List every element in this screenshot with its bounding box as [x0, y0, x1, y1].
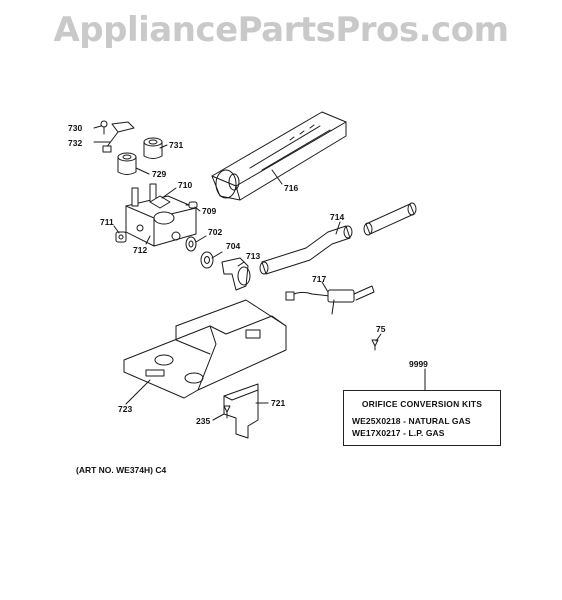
part-label-732: 732 — [68, 138, 82, 148]
part-label-710: 710 — [178, 180, 192, 190]
part-731-coil[interactable] — [143, 137, 163, 159]
kit-box-title: ORIFICE CONVERSION KITS — [361, 399, 483, 409]
part-label-717: 717 — [312, 274, 326, 284]
watermark-logo: AppliancePartsPros.com — [53, 10, 509, 50]
art-number: (ART NO. WE374H) C4 — [76, 465, 167, 475]
leader-lines — [93, 125, 426, 421]
kit-line-lp-gas: WE17X0217 - L.P. GAS — [352, 428, 445, 438]
part-label-716: 716 — [284, 183, 298, 193]
part-732-bracket[interactable] — [102, 121, 135, 153]
part-729-coil[interactable] — [117, 152, 137, 175]
part-label-723: 723 — [118, 404, 132, 414]
part-label-711: 711 — [100, 217, 114, 227]
part-label-729: 729 — [152, 169, 166, 179]
part-716-burner-tube[interactable] — [211, 111, 347, 201]
part-723-base-bracket[interactable] — [123, 299, 287, 399]
part-711-fitting[interactable] — [115, 231, 127, 243]
part-label-75: 75 — [376, 324, 386, 334]
part-label-9999: 9999 — [409, 359, 428, 369]
part-label-721: 721 — [271, 398, 285, 408]
part-730-screw[interactable] — [100, 120, 108, 135]
part-714-burner-pipe[interactable] — [259, 202, 417, 275]
part-label-704: 704 — [226, 241, 240, 251]
part-721-bracket[interactable] — [223, 383, 259, 439]
part-702-orifice[interactable] — [185, 236, 197, 252]
part-710-fitting[interactable] — [149, 195, 171, 209]
part-713-elbow[interactable] — [221, 257, 251, 291]
part-712-gas-valve[interactable] — [125, 183, 197, 247]
part-label-712: 712 — [133, 245, 147, 255]
part-label-235: 235 — [196, 416, 210, 426]
part-label-730: 730 — [68, 123, 82, 133]
part-label-713: 713 — [246, 251, 260, 261]
part-label-731: 731 — [169, 140, 183, 150]
part-704-fitting[interactable] — [200, 251, 214, 269]
part-label-709: 709 — [202, 206, 216, 216]
part-label-714: 714 — [330, 212, 344, 222]
part-235-screw[interactable] — [223, 405, 231, 419]
orifice-kit-box: ORIFICE CONVERSION KITS WE25X0218 - NATU… — [343, 390, 501, 446]
kit-line-natural-gas: WE25X0218 - NATURAL GAS — [352, 416, 471, 426]
part-717-igniter[interactable] — [285, 285, 375, 315]
part-label-702: 702 — [208, 227, 222, 237]
part-75-screw[interactable] — [371, 339, 379, 351]
part-callout-labels: 730 732 731 729 710 709 711 712 702 704 … — [68, 123, 428, 426]
